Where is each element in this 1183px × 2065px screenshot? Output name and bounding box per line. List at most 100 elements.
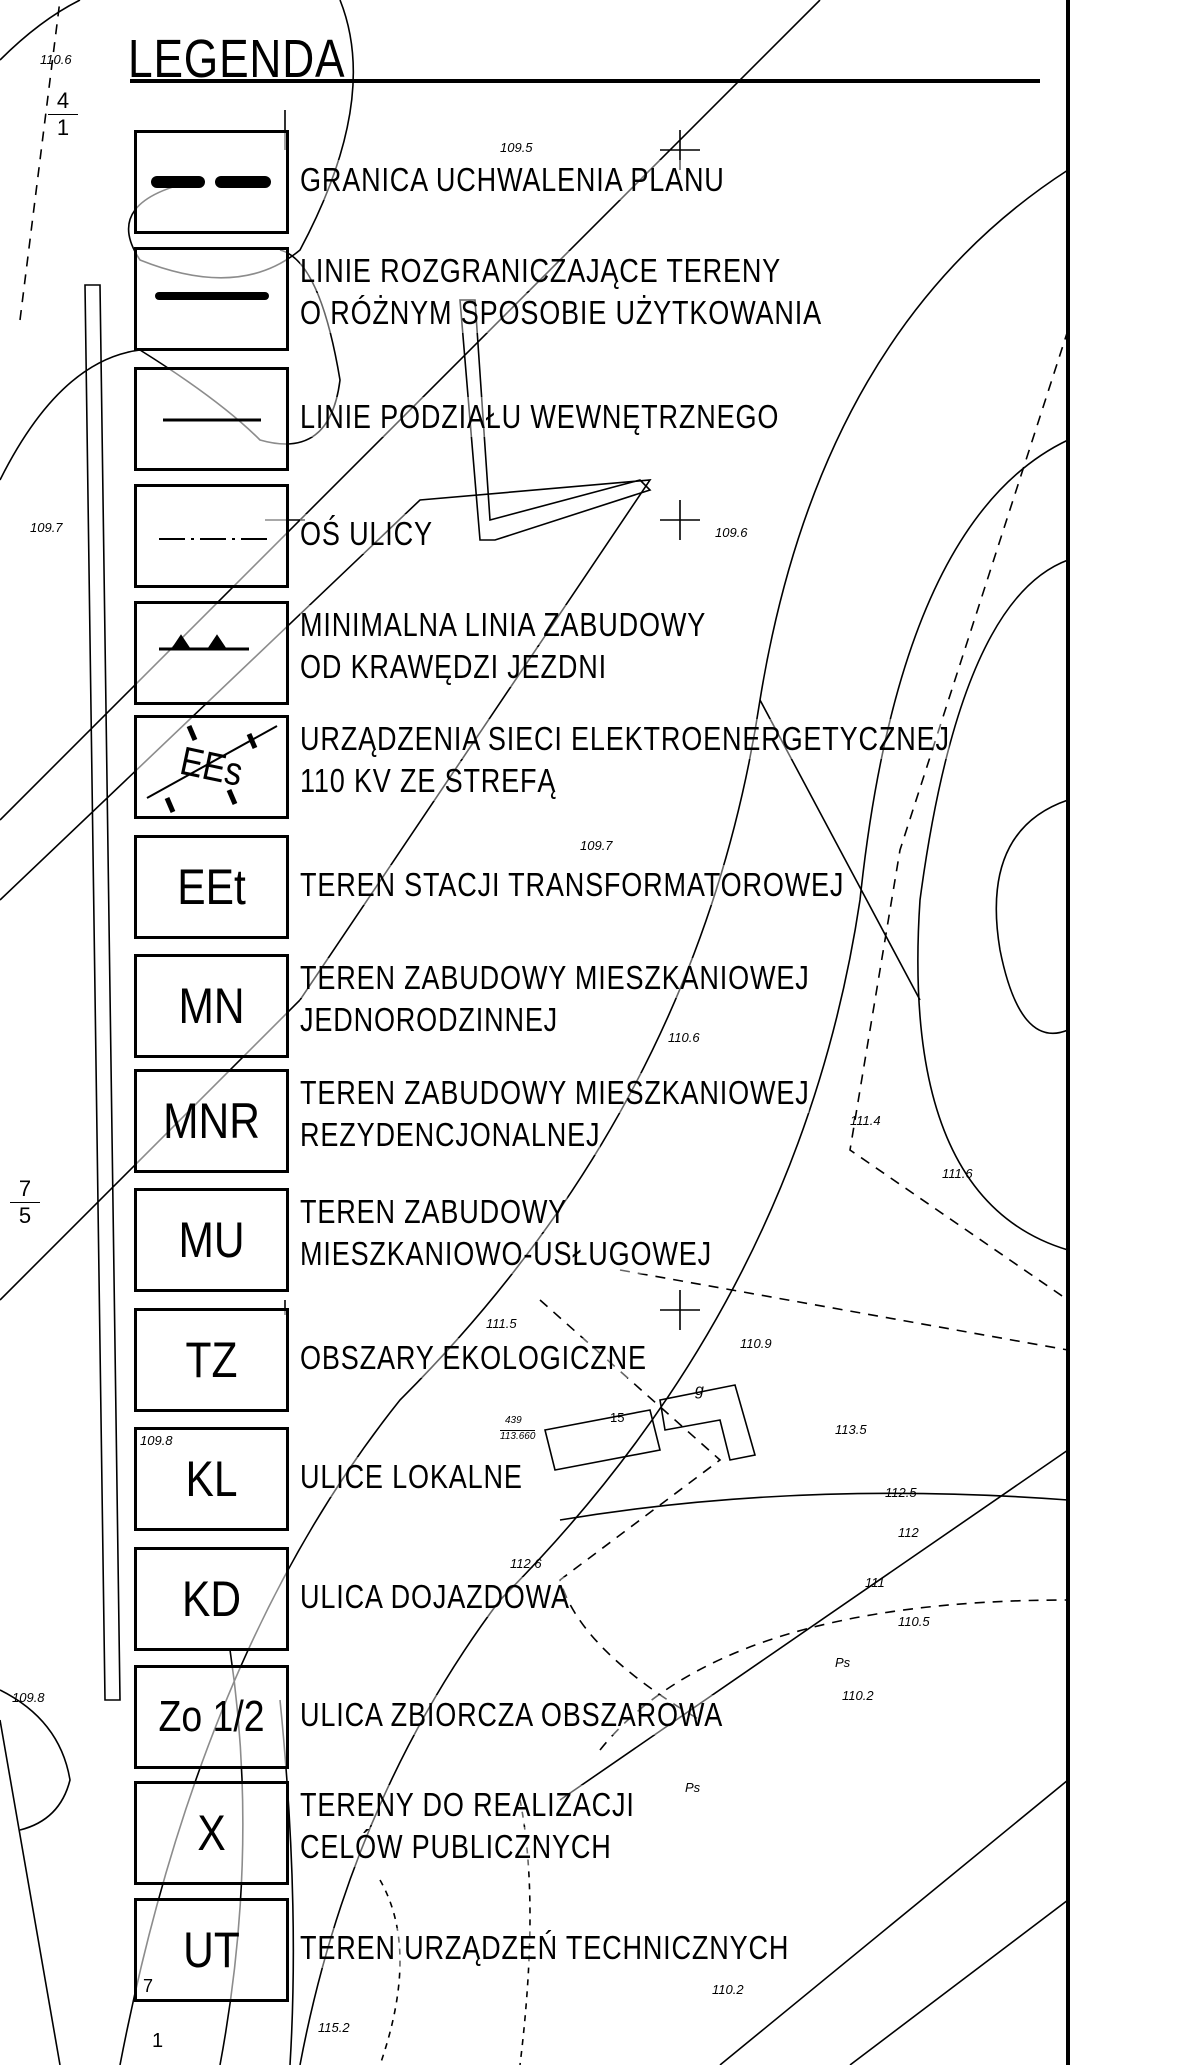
legend-label-line2: MIESZKANIOWO-USŁUGOWEJ — [300, 1234, 712, 1274]
legend-symbol-code: UT — [183, 1922, 240, 1978]
sheet-num: 4 — [56, 88, 70, 113]
elevation-label: 109.7 — [30, 520, 63, 535]
legend-label: TEREN STACJI TRANSFORMATOROWEJ — [300, 865, 845, 905]
parcel-number: 439 — [505, 1415, 522, 1426]
elevation-label: 111.4 — [850, 1113, 881, 1128]
legend-label: ULICA ZBIORCZA OBSZAROWA — [300, 1695, 724, 1735]
dash-dot-line-icon — [159, 538, 267, 540]
legend-symbol-box — [134, 484, 289, 588]
legend-symbol-box: TZ — [134, 1308, 289, 1412]
elevation-label: 109.6 — [715, 525, 748, 540]
elevation-label: 109.8 — [12, 1690, 45, 1705]
legend-symbol-code: X — [197, 1805, 226, 1861]
legend-item-transformer-station: EEt TEREN STACJI TRANSFORMATOROWEJ — [0, 835, 1060, 939]
legend-symbol-box: UT 7 — [134, 1898, 289, 2002]
legend-label: MINIMALNA LINIA ZABUDOWY — [300, 605, 707, 645]
elevation-label: 110.2 — [712, 1982, 744, 1997]
legend-symbol-box: EEs — [134, 715, 289, 819]
legend-item-ecological: TZ OBSZARY EKOLOGICZNE — [0, 1308, 1060, 1412]
elevation-label: 111.6 — [942, 1166, 973, 1181]
legend-item-mixed-use: MU TEREN ZABUDOWY MIESZKANIOWO-USŁUGOWEJ — [0, 1188, 1060, 1292]
legend-label-line2: 110 KV ZE STREFĄ — [300, 761, 557, 801]
elevation-label: 110.2 — [842, 1688, 874, 1703]
legend-label: ULICE LOKALNE — [300, 1457, 523, 1497]
sheet-den: 5 — [10, 1202, 40, 1229]
legend-label: TEREN ZABUDOWY MIESZKANIOWEJ — [300, 958, 810, 998]
legend-item-boundary-lines: LINIE ROZGRANICZAJĄCE TERENY O RÓŻNYM SP… — [0, 247, 1060, 351]
elevation-label: 112.6 — [510, 1556, 542, 1571]
sheet-number-mid: 7 5 — [10, 1176, 40, 1229]
thick-solid-line-icon — [155, 292, 269, 300]
sheet-den: 1 — [48, 114, 78, 141]
legend-symbol-box: KD — [134, 1547, 289, 1651]
sheet-num: 7 — [18, 1176, 32, 1201]
legend-symbol-box: KL — [134, 1427, 289, 1531]
legend-label: LINIE ROZGRANICZAJĄCE TERENY — [300, 251, 782, 291]
legend-label: URZĄDZENIA SIECI ELEKTROENERGETYCZNEJ — [300, 719, 950, 759]
legend-item-local-streets: KL ULICE LOKALNE — [0, 1427, 1060, 1531]
legend-label: ULICA DOJAZDOWA — [300, 1577, 570, 1617]
title-underline — [130, 79, 1040, 83]
legend-symbol-code: EEt — [177, 859, 246, 915]
legend-symbol-code: KL — [185, 1451, 238, 1507]
legend-label-line2: O RÓŻNYM SPOSOBIE UŻYTKOWANIA — [300, 293, 822, 333]
power-line-ticks-icon — [146, 725, 278, 813]
building-number: g — [695, 1382, 704, 1399]
legend-item-single-family: MN TEREN ZABUDOWY MIESZKANIOWEJ JEDNOROD… — [0, 954, 1060, 1058]
legend-label: LINIE PODZIAŁU WEWNĘTRZNEGO — [300, 397, 780, 437]
legend-label: TEREN URZĄDZEŃ TECHNICZNYCH — [300, 1928, 790, 1968]
parcel-elevation: 113.660 — [500, 1430, 536, 1442]
legend-item-internal-division: LINIE PODZIAŁU WEWNĘTRZNEGO — [0, 367, 1060, 471]
legend-symbol-note: 7 — [143, 1976, 154, 1996]
legend-label: TEREN ZABUDOWY — [300, 1192, 568, 1232]
triangle-line-icon — [159, 634, 249, 651]
elevation-label: 112 — [898, 1525, 919, 1540]
elevation-label: 109.5 — [500, 140, 533, 155]
elevation-label: 110.5 — [898, 1614, 930, 1629]
elevation-label: 115.2 — [318, 2020, 350, 2035]
legend-symbol-box — [134, 130, 289, 234]
legend-symbol-box: Zo 1/2 — [134, 1665, 289, 1769]
elevation-label: 110.9 — [740, 1336, 772, 1351]
legend-symbol-code: TZ — [185, 1332, 238, 1388]
legend-item-collector-street: Zo 1/2 ULICA ZBIORCZA OBSZAROWA — [0, 1665, 1060, 1769]
legend-label-line2: OD KRAWĘDZI JEZDNI — [300, 647, 607, 687]
legend-label-line2: JEDNORODZINNEJ — [300, 1000, 559, 1040]
legend-label-line2: CELÓW PUBLICZNYCH — [300, 1827, 612, 1867]
elevation-label: 113.5 — [835, 1422, 867, 1437]
legend-item-public-purpose: X TERENY DO REALIZACJI CELÓW PUBLICZNYCH — [0, 1781, 1060, 1885]
legend-symbol-code: MNR — [163, 1093, 260, 1149]
legend-symbol-box: MNR — [134, 1069, 289, 1173]
legend-symbol-box: EEt — [134, 835, 289, 939]
legend-symbol-code: MU — [178, 1212, 245, 1268]
sheet-number-top: 4 1 — [48, 88, 78, 141]
elevation-label: 109.7 — [580, 838, 613, 853]
elevation-label: 111 — [865, 1575, 885, 1590]
thick-dashed-line-icon — [151, 176, 271, 188]
legend-symbol-box: MN — [134, 954, 289, 1058]
legend-symbol-box — [134, 601, 289, 705]
legend-symbol-box: X — [134, 1781, 289, 1885]
sheet-border-line — [1066, 0, 1070, 2065]
legend-label: TERENY DO REALIZACJI — [300, 1785, 635, 1825]
legend-label: OŚ ULICY — [300, 514, 433, 554]
elevation-label: 110.6 — [668, 1030, 700, 1045]
legend-symbol-box — [134, 367, 289, 471]
legend-item-power-grid: EEs URZĄDZENIA SIECI ELEKTROENERGETYCZNE… — [0, 715, 1060, 819]
legend-item-plan-boundary: GRANICA UCHWALENIA PLANU — [0, 130, 1060, 234]
soil-label: Ps — [685, 1780, 701, 1795]
legend-symbol-box: MU — [134, 1188, 289, 1292]
elevation-label: 112.5 — [885, 1485, 917, 1500]
legend-symbol-box — [134, 247, 289, 351]
legend-label: OBSZARY EKOLOGICZNE — [300, 1338, 647, 1378]
legend-item-street-axis: OŚ ULICY — [0, 484, 1060, 588]
building-number: 15 — [610, 1410, 625, 1425]
legend-item-building-line: MINIMALNA LINIA ZABUDOWY OD KRAWĘDZI JEZ… — [0, 601, 1060, 705]
soil-label: Ps — [835, 1655, 851, 1670]
elevation-label: 111.5 — [486, 1316, 517, 1331]
legend-item-technical-facilities: UT 7 TEREN URZĄDZEŃ TECHNICZNYCH — [0, 1898, 1060, 2002]
legend-symbol-code: KD — [181, 1571, 242, 1627]
legend-label: GRANICA UCHWALENIA PLANU — [300, 160, 725, 200]
legend-symbol-code: Zo 1/2 — [158, 1692, 265, 1741]
legend-item-residential: MNR TEREN ZABUDOWY MIESZKANIOWEJ REZYDEN… — [0, 1069, 1060, 1173]
